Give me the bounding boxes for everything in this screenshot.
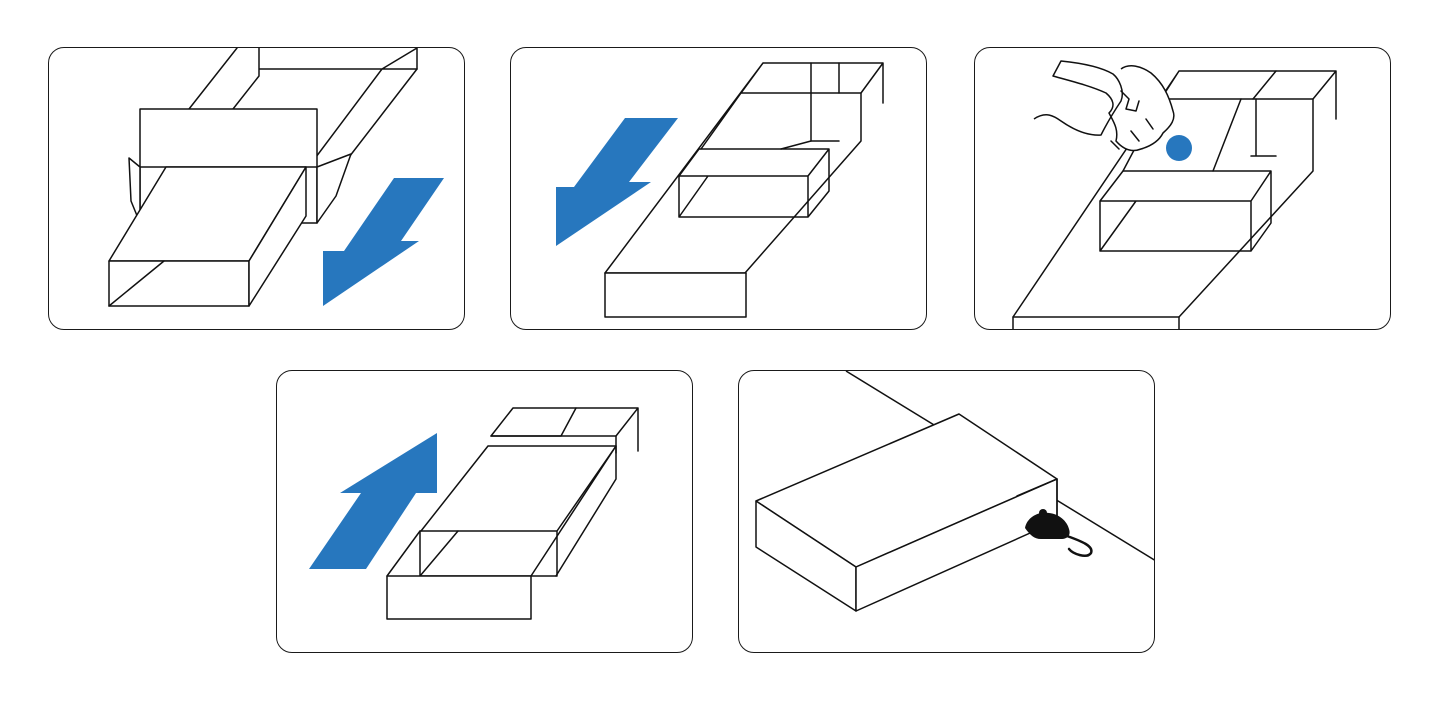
- step-5-illustration: [755, 371, 1154, 612]
- drawer-inner: [108, 260, 165, 307]
- sleeve-body: [420, 445, 617, 577]
- left-flap: [128, 157, 141, 224]
- step-3-illustration: [1012, 60, 1337, 329]
- hand-icon: [1033, 60, 1175, 152]
- step-1-illustration: [108, 48, 444, 307]
- drawer-box: [678, 148, 830, 218]
- sleeve-inner: [1178, 70, 1314, 318]
- drawer-front: [108, 260, 250, 307]
- step-4-panel: [276, 370, 693, 653]
- sleeve-top: [604, 62, 884, 274]
- sleeve-top: [1012, 70, 1337, 318]
- step-2-illustration: [556, 62, 884, 318]
- hand-detail: [1110, 90, 1154, 150]
- step-2-panel: [510, 47, 927, 330]
- arrow-down-left-icon: [556, 118, 678, 246]
- drawer-back: [700, 92, 840, 150]
- step-5-panel: [738, 370, 1155, 653]
- right-flap: [316, 153, 352, 224]
- step-3-panel: [974, 47, 1391, 330]
- sleeve-inner: [744, 62, 862, 274]
- step-1-panel: [48, 47, 465, 330]
- sleeve-rail: [345, 68, 418, 162]
- drawer-join: [386, 530, 421, 577]
- drawer-box: [1099, 170, 1272, 252]
- sleeve-edge: [1012, 316, 1180, 329]
- step-4-illustration: [309, 407, 639, 620]
- drawer-box: [419, 445, 617, 577]
- drawer-side: [248, 166, 307, 307]
- mouse-icon: [1025, 509, 1093, 557]
- arrow-up-right-icon: [309, 433, 437, 569]
- bait-icon: [1166, 135, 1192, 161]
- sleeve-front: [604, 272, 747, 318]
- arrow-down-left-icon: [323, 178, 444, 306]
- drawer-front: [386, 575, 532, 620]
- trap-opening: [1016, 478, 1058, 522]
- drawer-inner: [419, 530, 459, 577]
